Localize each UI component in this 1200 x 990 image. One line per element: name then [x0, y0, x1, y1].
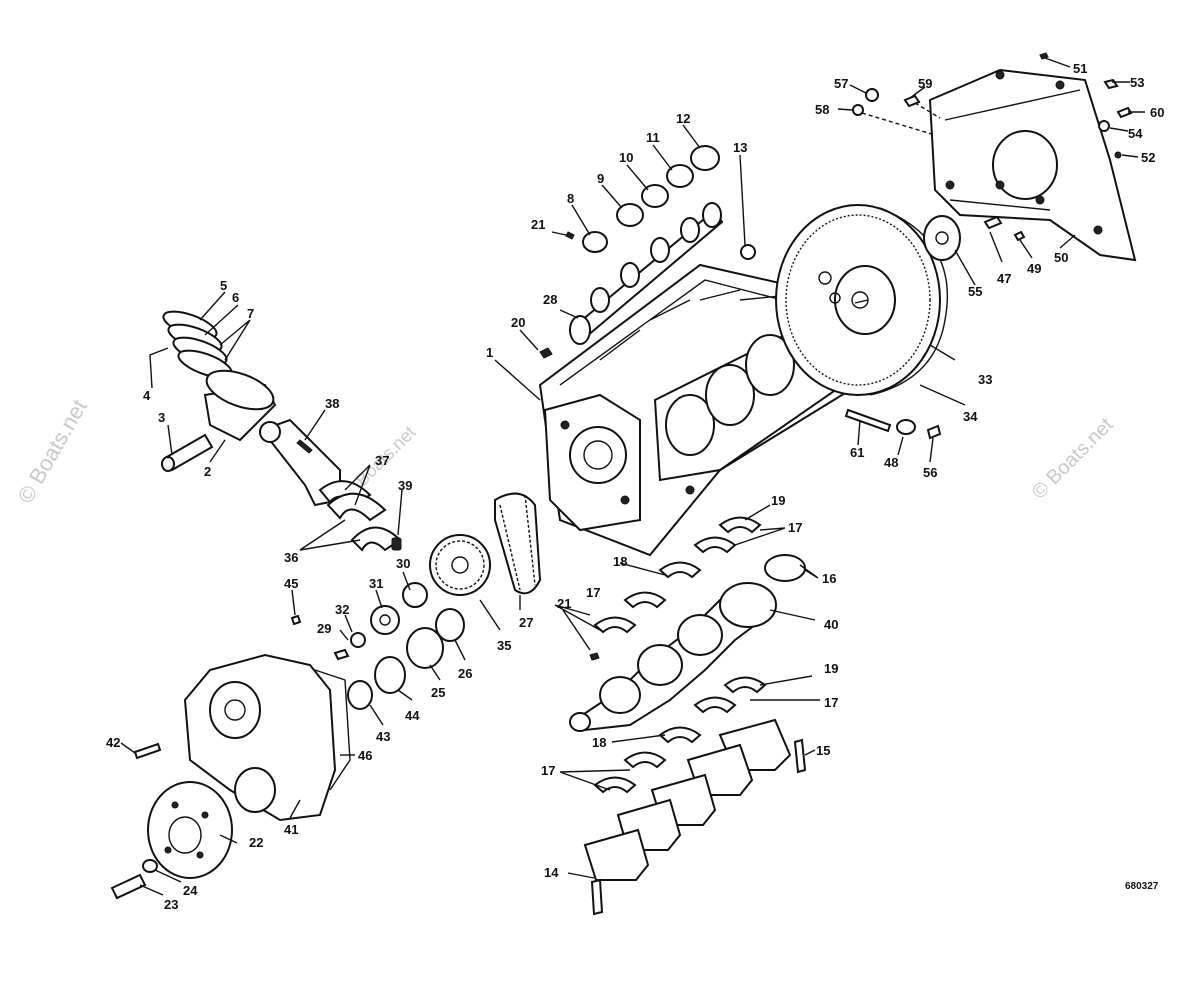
- callout-20: 20: [511, 315, 525, 330]
- callout-45: 45: [284, 576, 298, 591]
- callout-59: 59: [918, 76, 932, 91]
- callout-23: 23: [164, 897, 178, 912]
- callout-54: 54: [1128, 126, 1143, 141]
- callout-47: 47: [997, 271, 1011, 286]
- callout-17d: 17: [541, 763, 555, 778]
- main-bearing-shells: [593, 516, 806, 794]
- flywheel-housing: [928, 68, 1137, 262]
- callout-38: 38: [325, 396, 339, 411]
- callout-58: 58: [815, 102, 829, 117]
- timing-cover: [133, 653, 351, 822]
- crankshaft: [569, 582, 777, 732]
- watermark-left: © Boats.net: [13, 395, 92, 507]
- diagram-code: 680327: [1125, 881, 1159, 892]
- callout-12: 12: [676, 111, 690, 126]
- callout-44: 44: [405, 708, 420, 723]
- callout-32: 32: [335, 602, 349, 617]
- callout-14: 14: [544, 865, 559, 880]
- callout-57: 57: [834, 76, 848, 91]
- callout-51: 51: [1073, 61, 1087, 76]
- callout-48: 48: [884, 455, 898, 470]
- callout-18a: 18: [613, 554, 627, 569]
- callout-labels: 1 2 3 4 5 6 7 8 9 10 11 12 13 14 15 16 1…: [106, 61, 1164, 912]
- callout-24: 24: [183, 883, 198, 898]
- cam-bearings: [539, 145, 756, 359]
- callout-28: 28: [543, 292, 557, 307]
- callout-7: 7: [247, 306, 254, 321]
- callout-41: 41: [284, 822, 298, 837]
- callout-13: 13: [733, 140, 747, 155]
- callout-4: 4: [143, 388, 151, 403]
- callout-2: 2: [204, 464, 211, 479]
- callout-55: 55: [968, 284, 982, 299]
- callout-17b: 17: [586, 585, 600, 600]
- piston-assembly: [161, 310, 277, 472]
- callout-16: 16: [822, 571, 836, 586]
- callout-10: 10: [619, 150, 633, 165]
- callout-17c: 17: [824, 695, 838, 710]
- callout-52: 52: [1141, 150, 1155, 165]
- engine-block: [538, 263, 857, 557]
- leader-lines: [120, 57, 1145, 896]
- callout-21b: 21: [557, 596, 571, 611]
- harmonic-balancer: [110, 781, 233, 900]
- callout-43: 43: [376, 729, 390, 744]
- callout-22: 22: [249, 835, 263, 850]
- watermark-right: © Boats.net: [1028, 414, 1118, 504]
- callout-50: 50: [1054, 250, 1068, 265]
- callout-60: 60: [1150, 105, 1164, 120]
- callout-40: 40: [824, 617, 838, 632]
- callout-19a: 19: [771, 493, 785, 508]
- callout-11: 11: [646, 130, 660, 145]
- callout-36: 36: [284, 550, 298, 565]
- timing-components: [290, 492, 542, 710]
- stud-and-pins: [844, 408, 942, 440]
- callout-26: 26: [458, 666, 472, 681]
- callout-9: 9: [597, 171, 604, 186]
- callout-39: 39: [398, 478, 412, 493]
- callout-19b: 19: [824, 661, 838, 676]
- flywheel: [775, 204, 949, 396]
- callout-56: 56: [923, 465, 937, 480]
- main-bearing-caps: [583, 718, 807, 916]
- callout-31: 31: [369, 576, 383, 591]
- camshaft: [568, 202, 724, 345]
- callout-33: 33: [978, 372, 992, 387]
- callout-6: 6: [232, 290, 239, 305]
- callout-1: 1: [486, 345, 493, 360]
- callout-42: 42: [106, 735, 120, 750]
- callout-27: 27: [519, 615, 533, 630]
- callout-49: 49: [1027, 261, 1041, 276]
- callout-25: 25: [431, 685, 445, 700]
- callout-5: 5: [220, 278, 227, 293]
- callout-61: 61: [850, 445, 864, 460]
- callout-17a: 17: [788, 520, 802, 535]
- callout-15: 15: [816, 743, 830, 758]
- connecting-rod: [259, 418, 402, 552]
- callout-8: 8: [567, 191, 574, 206]
- callout-30: 30: [396, 556, 410, 571]
- callout-34: 34: [963, 409, 978, 424]
- callout-37: 37: [375, 453, 389, 468]
- callout-29: 29: [317, 621, 331, 636]
- callout-35: 35: [497, 638, 511, 653]
- callout-18b: 18: [592, 735, 606, 750]
- callout-21a: 21: [531, 217, 545, 232]
- callout-3: 3: [158, 410, 165, 425]
- callout-46: 46: [358, 748, 372, 763]
- callout-53: 53: [1130, 75, 1144, 90]
